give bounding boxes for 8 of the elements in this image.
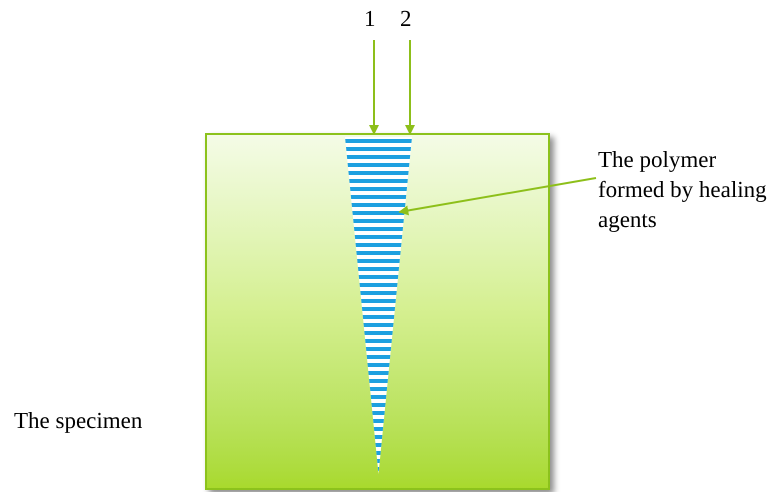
callout-number: 2 (400, 5, 412, 33)
specimen-label: The specimen (14, 407, 142, 435)
arrow (369, 40, 379, 135)
callout-number: 1 (364, 5, 376, 33)
arrow (398, 177, 596, 216)
specimen-block (205, 133, 550, 490)
callout-text: The polymer formed by healing agents (598, 146, 768, 234)
arrow (405, 40, 415, 135)
